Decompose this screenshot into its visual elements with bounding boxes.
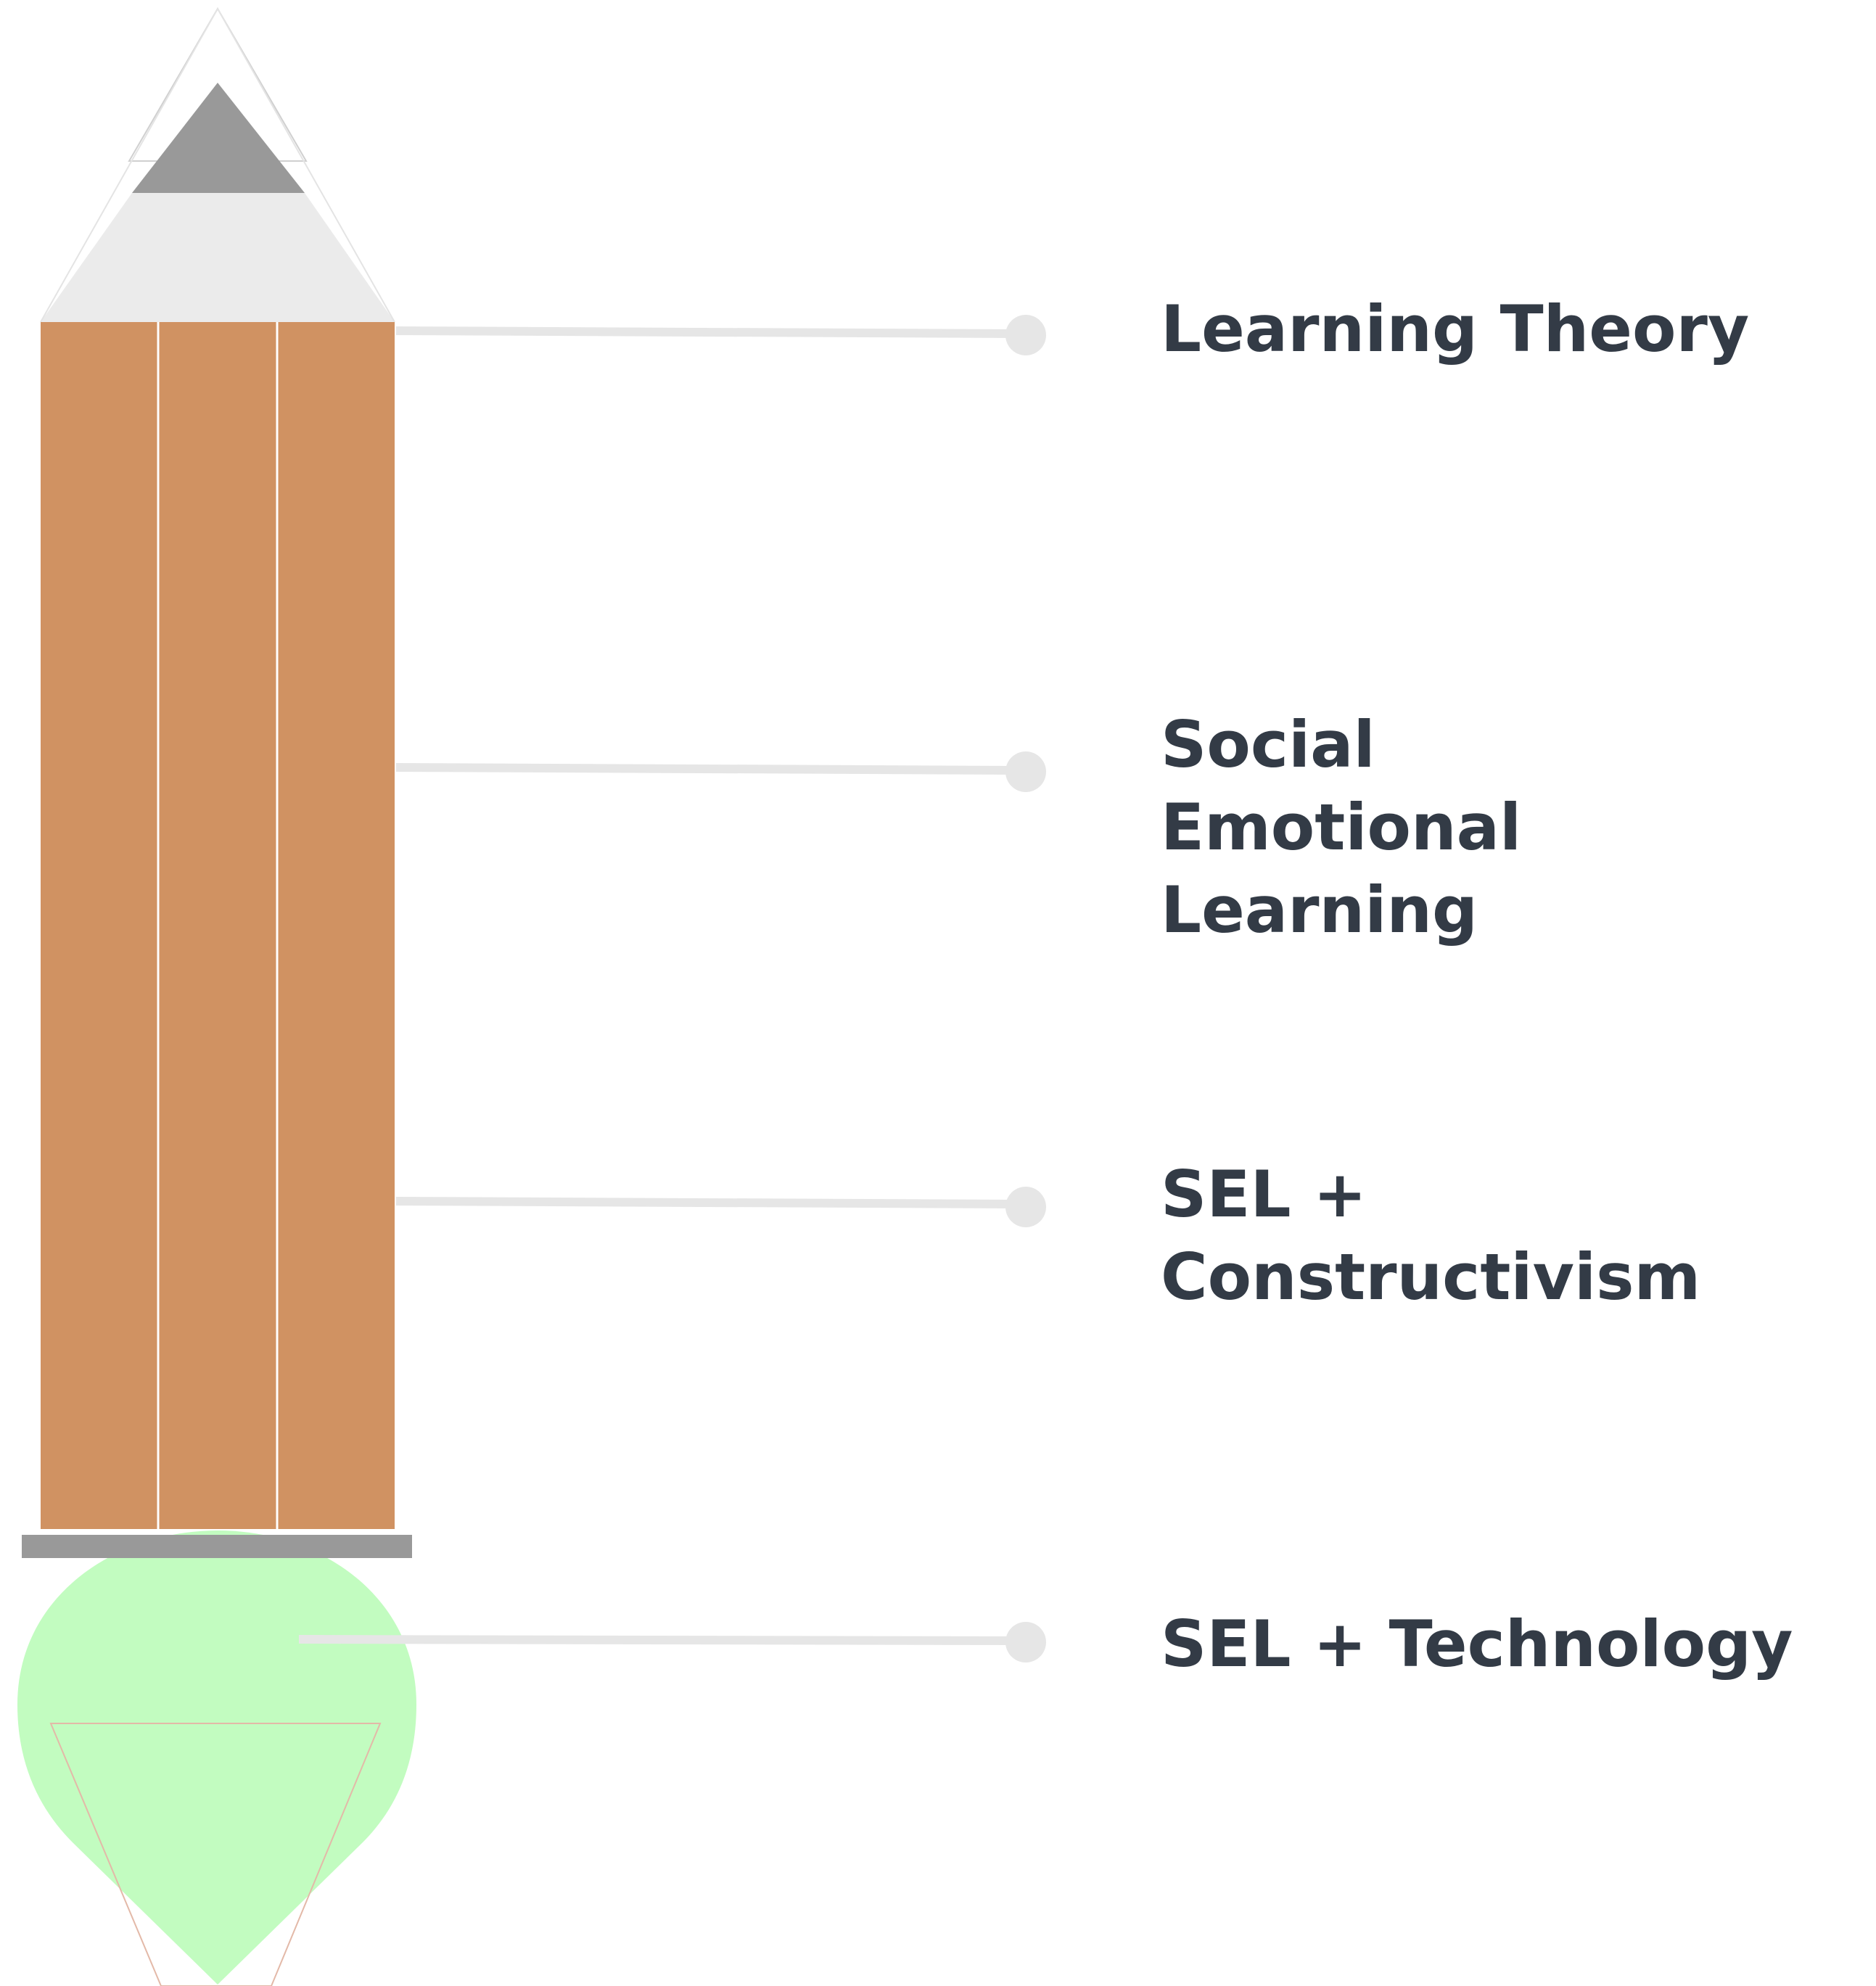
connector-2: [395, 751, 1046, 792]
eraser-outline: [49, 1723, 382, 1986]
item-label-learning-theory: Learning Theory: [1161, 292, 1750, 366]
connector-4: [298, 1622, 1046, 1662]
pencil-lead: [132, 83, 305, 193]
connector-dot: [1005, 1187, 1046, 1227]
pencil-ferrule: [22, 1535, 412, 1558]
item-label-sel-constructivism: SEL + Constructivism: [1161, 1157, 1701, 1314]
item-label-social-emotional-learning: Social Emotional Learning: [1161, 707, 1522, 947]
connector-3: [395, 1187, 1046, 1227]
connector-1: [395, 315, 1046, 355]
pencil-body: [41, 322, 395, 1529]
connector-dot: [1005, 315, 1046, 355]
connector-dot: [1005, 1622, 1046, 1662]
pencil-eraser: [17, 1530, 416, 1985]
item-label-sel-technology: SEL + Technology: [1161, 1607, 1793, 1681]
pencil-tip: [41, 193, 395, 322]
connector-dot: [1005, 751, 1046, 792]
pencil-tip-edge: [40, 7, 395, 323]
